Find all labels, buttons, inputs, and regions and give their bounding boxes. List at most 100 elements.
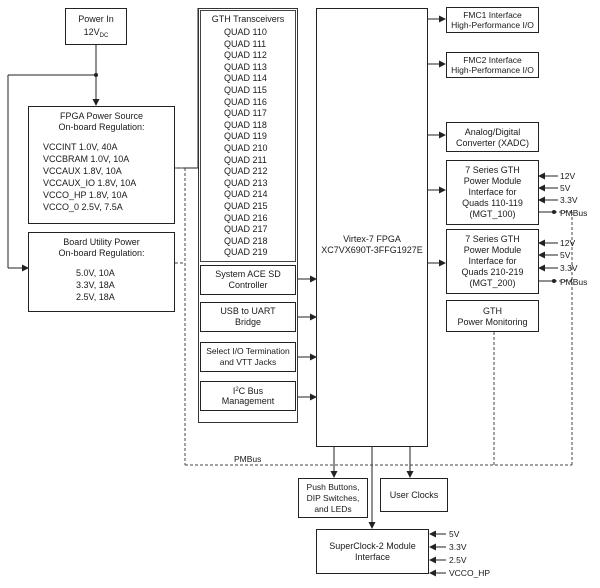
superclock-line2: Interface [354,552,391,562]
pm2-line3: Interface for [468,256,517,266]
fpga-power-rails: VCCINT 1.0V, 40A VCCBRAM 1.0V, 10A VCCAU… [43,141,136,213]
quad-item: QUAD 113 [224,61,267,72]
rail-item: 2.5V, 18A [76,292,115,302]
pm2-pmbus-label: PMBus [560,277,588,287]
rail-item: 3.3V, 18A [76,280,115,290]
sc-2v5-label: 2.5V [449,555,467,565]
quad-item: QUAD 219 [224,247,268,258]
quad-item: QUAD 115 [224,84,267,95]
rail-item: VCCO_HP 1.8V, 10A [43,190,128,200]
system-ace-block: System ACE SD Controller [200,265,296,295]
quad-item: QUAD 217 [224,224,268,235]
select-io-line1: Select I/O Termination [206,346,290,356]
quad-item: QUAD 119 [224,131,267,142]
xadc-block: Analog/Digital Converter (XADC) [446,122,539,152]
select-io-block: Select I/O Termination and VTT Jacks [200,342,296,372]
fmc2-block: FMC2 Interface High-Performance I/O [446,52,539,78]
sc-5v-label: 5V [449,529,460,539]
rail-item: VCCINT 1.0V, 40A [43,142,118,152]
junction-dot [552,210,556,214]
push-buttons-line2: DIP Switches, [306,493,360,503]
quad-item: QUAD 114 [224,73,267,84]
quad-item: QUAD 216 [224,212,268,223]
quad-item: QUAD 111 [224,38,267,49]
sc-3v3-label: 3.3V [449,542,467,552]
fmc2-line2: High-Performance I/O [451,65,534,75]
system-ace-line1: System ACE SD [215,269,281,279]
quad-item: QUAD 212 [224,166,268,177]
pm2-5v-label: 5V [560,250,571,260]
left-column-frame [198,8,298,423]
quad-item: QUAD 110 [224,27,267,37]
pm1-line1: 7 Series GTH [465,165,520,175]
quad-item: QUAD 116 [224,96,267,107]
select-io-line2: and VTT Jacks [219,357,277,367]
power-in-label: Power In [78,14,114,24]
utility-power-title: Board Utility Power [63,237,140,247]
fpga-power-title: FPGA Power Source [59,111,144,121]
gth-quad-list: QUAD 110 QUAD 111 QUAD 112 QUAD 113 QUAD… [224,27,284,259]
quad-item: QUAD 117 [224,108,267,119]
superclock-line1: SuperClock-2 Module [329,541,416,551]
i2c-block: I2C Bus Management [200,381,296,411]
fmc2-line1: FMC2 Interface [463,55,522,65]
pm2-line1: 7 Series GTH [465,234,520,244]
pm1-line4: Quads 110-119 [462,198,523,208]
i2c-line2: Management [221,396,275,406]
xadc-line1: Analog/Digital [464,127,521,137]
gth-mon-line1: GTH [483,306,502,316]
gth-power-module-1-block: 7 Series GTH Power Module Interface for … [446,160,539,225]
push-buttons-line1: Push Buttons, [306,482,360,492]
fpga-name: Virtex-7 FPGA [343,234,401,244]
junction-dot [94,73,98,77]
pm2-3v3-label: 3.3V [560,263,578,273]
fpga-part-number: XC7VX690T-3FFG1927E [321,245,423,255]
usb-uart-line2: Bridge [234,317,261,327]
usb-uart-block: USB to UART Bridge [200,302,296,332]
rail-item: VCCO_0 2.5V, 7.5A [43,202,123,212]
user-clocks-block: User Clocks [380,478,448,512]
pm1-line5: (MGT_100) [469,209,516,219]
xadc-line2: Converter (XADC) [455,138,529,148]
system-ace-line2: Controller [228,280,268,290]
gth-mon-line2: Power Monitoring [457,317,528,327]
user-clocks-label: User Clocks [389,490,439,500]
quad-item: QUAD 118 [224,119,267,130]
fmc1-block: FMC1 Interface High-Performance I/O [446,7,539,33]
usb-uart-line1: USB to UART [220,306,276,316]
fmc1-line1: FMC1 Interface [463,10,522,20]
pm1-5v-label: 5V [560,183,571,193]
quad-item: QUAD 215 [224,200,268,211]
rail-item: 5.0V, 10A [76,268,115,278]
quad-item: QUAD 214 [224,189,268,200]
pm1-3v3-label: 3.3V [560,195,578,205]
fpga-power-source-block: FPGA Power Source On-board Regulation: V… [28,106,175,224]
rail-item: VCCBRAM 1.0V, 10A [43,154,130,164]
junction-dot [552,279,556,283]
gth-power-monitoring-block: GTH Power Monitoring [446,300,539,332]
pm1-line3: Interface for [468,187,517,197]
superclock-block: SuperClock-2 Module Interface [316,529,429,574]
pm1-12v-label: 12V [560,171,576,181]
pm2-line2: Power Module [463,245,522,255]
pmbus-label: PMBus [234,454,262,464]
i2c-line1: I2C Bus [232,386,264,396]
push-buttons-line3: and LEDs [314,504,352,514]
gth-transceivers-block [200,10,296,262]
quad-item: QUAD 213 [224,177,268,188]
pm2-line4: Quads 210-219 [461,267,524,277]
quad-item: QUAD 218 [224,235,268,246]
board-utility-power-block: Board Utility Power On-board Regulation:… [28,232,175,312]
rail-item: VCCAUX_IO 1.8V, 10A [43,178,137,188]
pm2-12v-label: 12V [560,238,576,248]
gth-power-module-2-block: 7 Series GTH Power Module Interface for … [446,229,539,294]
pm1-line2: Power Module [463,176,522,186]
rail-item: VCCAUX 1.8V, 10A [43,166,122,176]
sc-vcco-label: VCCO_HP [449,568,491,578]
gth-title: GTH Transceivers [211,14,285,24]
push-buttons-block: Push Buttons, DIP Switches, and LEDs [298,478,368,518]
quad-item: QUAD 210 [224,142,268,153]
quad-item: QUAD 112 [224,50,267,61]
power-in-voltage: 12VDC [83,27,109,39]
